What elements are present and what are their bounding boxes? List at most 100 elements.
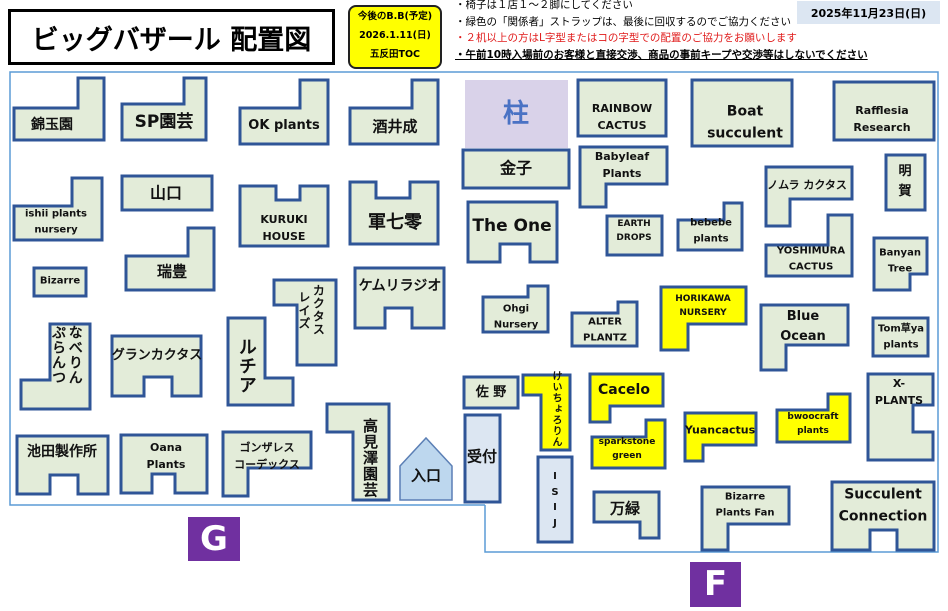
booth-label: Bizarre Plants Fan <box>715 491 775 519</box>
zone-f-marker: F <box>690 562 741 607</box>
booth-label: Banyan Tree <box>879 247 921 275</box>
booth-shape <box>866 372 935 462</box>
note-strap: ・緑色の「関係者」ストラップは、最後に回収するのでご協力ください <box>455 15 791 28</box>
booth-shape <box>590 418 667 470</box>
next-event-venue: 五反田TOC <box>369 49 421 60</box>
booth-label: Bizarre <box>39 275 81 287</box>
booth-label: ノムラ カクタス <box>767 178 847 192</box>
booth-label: Boat succulent <box>707 103 783 141</box>
booth-shape <box>872 236 929 292</box>
booth-label: ルチア <box>235 337 257 395</box>
booth-shape <box>348 78 440 146</box>
booth-shape <box>592 490 661 540</box>
booth-shape <box>578 145 669 209</box>
booth-label: 万緑 <box>609 499 641 518</box>
booth-label: YOSHIMURA CACTUS <box>776 245 846 273</box>
booth-label: Oana Plants <box>146 440 186 471</box>
booth-shape <box>466 200 559 264</box>
booth-label: Babyleaf Plants <box>594 149 650 180</box>
booth-shape <box>465 80 568 148</box>
booth-label: X-PLANTS <box>874 376 924 407</box>
booth-label: 瑞豊 <box>156 262 188 281</box>
booth-shape <box>481 284 550 334</box>
booth-shape <box>12 76 106 142</box>
booth-shape <box>775 392 852 444</box>
booth-shape <box>764 213 854 278</box>
booth-shape <box>348 180 440 246</box>
booth-label: Tom草ya plants <box>877 323 925 351</box>
booth-shape <box>463 413 502 504</box>
booth-label: 酒井成 <box>372 117 418 136</box>
booth-shape <box>832 80 936 142</box>
booth-label: KURUKI HOUSE <box>260 212 308 243</box>
booth-shape <box>221 430 313 498</box>
booth-shape <box>32 266 88 298</box>
booth-label: 金子 <box>499 158 533 178</box>
booth-shape <box>570 300 639 348</box>
zone-g-marker: G <box>188 517 240 561</box>
next-event-date: 2026.1.11(日) <box>359 30 431 41</box>
booth-label: 軍七零 <box>368 212 422 234</box>
booth-label: 錦玉園 <box>31 117 73 134</box>
booth-shape <box>19 322 92 411</box>
note-chairs: ・椅子は１店１～２脚にしてください <box>455 0 633 11</box>
notes: ・椅子は１店１～２脚にしてください ・緑色の「関係者」ストラップは、最後に回収す… <box>455 0 868 63</box>
booth-shape <box>272 278 338 367</box>
booth-shape <box>588 372 665 424</box>
booth-label: 山口 <box>149 183 183 203</box>
booth-label: Cacelo <box>598 382 650 399</box>
booth-shape <box>120 174 214 212</box>
booth-label: 佐 野 <box>475 384 507 400</box>
service-label: 受付 <box>466 447 498 466</box>
booth-label: 池田製作所 <box>27 444 97 461</box>
booth-label: EARTH DROPS <box>616 219 652 243</box>
booth-label: なべりん ぷらんつ <box>50 325 83 385</box>
booth-shape <box>521 373 572 452</box>
event-date: 2025年11月23日(日) <box>797 1 940 24</box>
booth-label: HORIKAWA NURSERY <box>675 294 731 318</box>
booth-label: 高見澤園芸 <box>361 418 379 498</box>
entrance-label: 入口 <box>410 466 442 485</box>
next-event-box: 今後のB.B(予定) 2026.1.11(日) 五反田TOC <box>348 5 442 69</box>
booth-label: Ohgi Nursery <box>493 303 539 331</box>
booth-label: 柱 <box>502 98 530 129</box>
booth-shape <box>764 165 854 228</box>
booth-shape <box>353 266 446 330</box>
booth-label: sparkstone green <box>598 437 656 461</box>
booth-label: Yuancactus <box>684 423 756 437</box>
booth-label: ishii plants nursery <box>24 208 88 236</box>
booth-label: 明 賀 <box>898 163 912 199</box>
booth-shape <box>605 214 664 257</box>
booth-label: bebebe plants <box>690 217 732 245</box>
booth-label: グランカクタス <box>111 347 203 363</box>
booth-shape <box>238 78 330 146</box>
hall-outline <box>9 71 939 553</box>
service-label: I S I J <box>551 471 559 529</box>
booth-label: Succulent Connection <box>838 486 928 524</box>
booth-shape <box>576 78 668 138</box>
booth-label: RAINBOW CACTUS <box>591 101 653 132</box>
booth-shape <box>700 485 791 552</box>
booth-shape <box>15 434 110 496</box>
booth-shape <box>238 184 330 248</box>
booth-shape <box>120 76 208 142</box>
booth-label: カクタス レイズ <box>297 284 326 336</box>
page-title: ビッグバザール 配置図 <box>8 9 335 65</box>
next-event-title: 今後のB.B(予定) <box>357 11 433 22</box>
booth-label: Blue Ocean <box>780 308 826 344</box>
booth-label: ALTER PLANTZ <box>583 316 627 344</box>
booth-shape <box>884 153 927 212</box>
booth-label: Rafflesia Research <box>853 103 911 134</box>
booth-shape <box>683 411 758 463</box>
booth-shape <box>12 176 104 242</box>
booth-shape <box>399 436 453 501</box>
booth-shape <box>536 455 574 544</box>
booth-label: OK plants <box>248 117 320 133</box>
booth-label: SP園芸 <box>134 111 194 132</box>
booth-shape <box>830 480 936 552</box>
booth-shape <box>462 375 520 410</box>
booth-shape <box>690 78 794 148</box>
note-layout: ・２机以上の方はL字型またはコの字型での配置のご協力をお願いします <box>455 32 797 44</box>
booth-label: bwoocraft plants <box>787 412 839 436</box>
booth-shape <box>119 433 209 495</box>
